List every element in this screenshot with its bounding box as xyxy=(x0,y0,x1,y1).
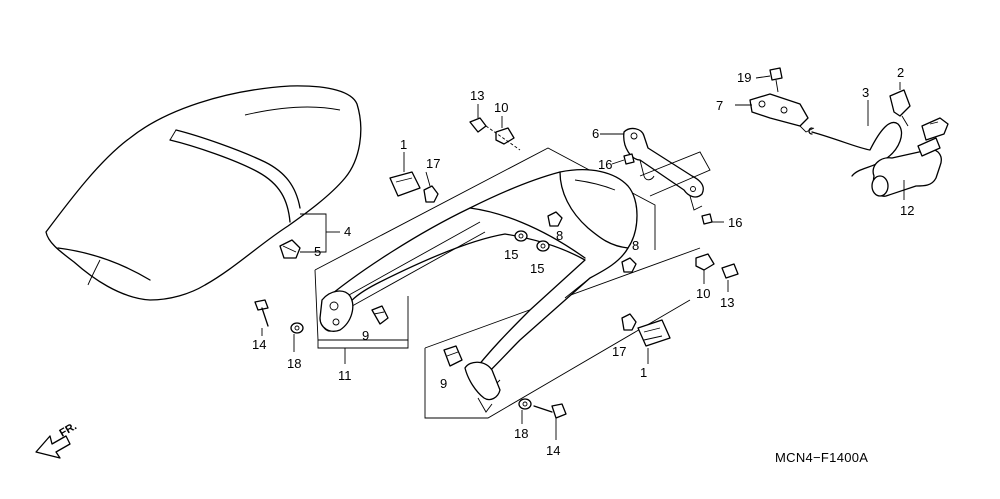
label-8-upper: 8 xyxy=(556,228,563,243)
cable-3 xyxy=(808,100,903,177)
label-10-top: 10 xyxy=(494,100,508,115)
label-1-right: 1 xyxy=(640,365,647,380)
label-17-left: 17 xyxy=(426,156,440,171)
label-10-right: 10 xyxy=(696,286,710,301)
collar-10-top xyxy=(495,116,515,145)
cushion-17-left xyxy=(423,185,439,203)
seat-lock-7 xyxy=(735,93,815,133)
label-7: 7 xyxy=(716,98,723,113)
clip-2 xyxy=(889,82,911,127)
label-11: 11 xyxy=(338,368,352,383)
callout-bracket-4 xyxy=(300,213,327,253)
bolt-14-right xyxy=(533,403,567,440)
label-15-b: 15 xyxy=(530,261,544,276)
label-6: 6 xyxy=(592,126,599,141)
label-2: 2 xyxy=(897,65,904,80)
washer-18-right xyxy=(518,398,532,424)
callout-bracket-11 xyxy=(317,340,409,349)
cushion-17-right xyxy=(621,313,637,331)
seat-drawing xyxy=(45,85,362,301)
label-13-top: 13 xyxy=(470,88,484,103)
label-18-right: 18 xyxy=(514,426,528,441)
label-12: 12 xyxy=(900,203,914,218)
label-front-direction: FR. xyxy=(58,420,79,439)
front-direction-arrow xyxy=(35,435,71,459)
label-16-left: 16 xyxy=(598,157,612,172)
cushion-9-right xyxy=(443,345,463,367)
label-17-right: 17 xyxy=(612,344,626,359)
label-18-left: 18 xyxy=(287,356,301,371)
label-14-right: 14 xyxy=(546,443,560,458)
washer-15-a xyxy=(514,230,528,242)
key-cylinder-12 xyxy=(871,117,949,200)
label-13-right: 13 xyxy=(720,295,734,310)
stay-6 xyxy=(623,127,704,211)
bolt-16-right xyxy=(701,213,724,225)
label-9-left: 9 xyxy=(362,328,369,343)
label-8-right: 8 xyxy=(632,238,639,253)
label-19: 19 xyxy=(737,70,751,85)
label-14-left: 14 xyxy=(252,337,266,352)
bolt-19 xyxy=(755,67,783,93)
label-16-right: 16 xyxy=(728,215,742,230)
collar-10-right xyxy=(695,253,715,284)
nut-8-right xyxy=(621,257,637,273)
label-5: 5 xyxy=(314,244,321,259)
washer-15-b xyxy=(536,240,550,252)
diagram-code: MCN4−F1400A xyxy=(775,450,868,465)
nut-8-upper xyxy=(547,211,563,227)
label-9-right: 9 xyxy=(440,376,447,391)
washer-18-left xyxy=(290,322,304,352)
bolt-16-left xyxy=(611,153,635,165)
bolt-14-left xyxy=(254,299,269,336)
bolt-13-right xyxy=(721,263,739,292)
label-1-left: 1 xyxy=(400,137,407,152)
label-15-a: 15 xyxy=(504,247,518,262)
label-3: 3 xyxy=(862,85,869,100)
rubber-1-left xyxy=(389,152,421,197)
cushion-9-left xyxy=(371,305,389,325)
label-4: 4 xyxy=(344,224,351,239)
rubber-1-right xyxy=(637,319,671,364)
